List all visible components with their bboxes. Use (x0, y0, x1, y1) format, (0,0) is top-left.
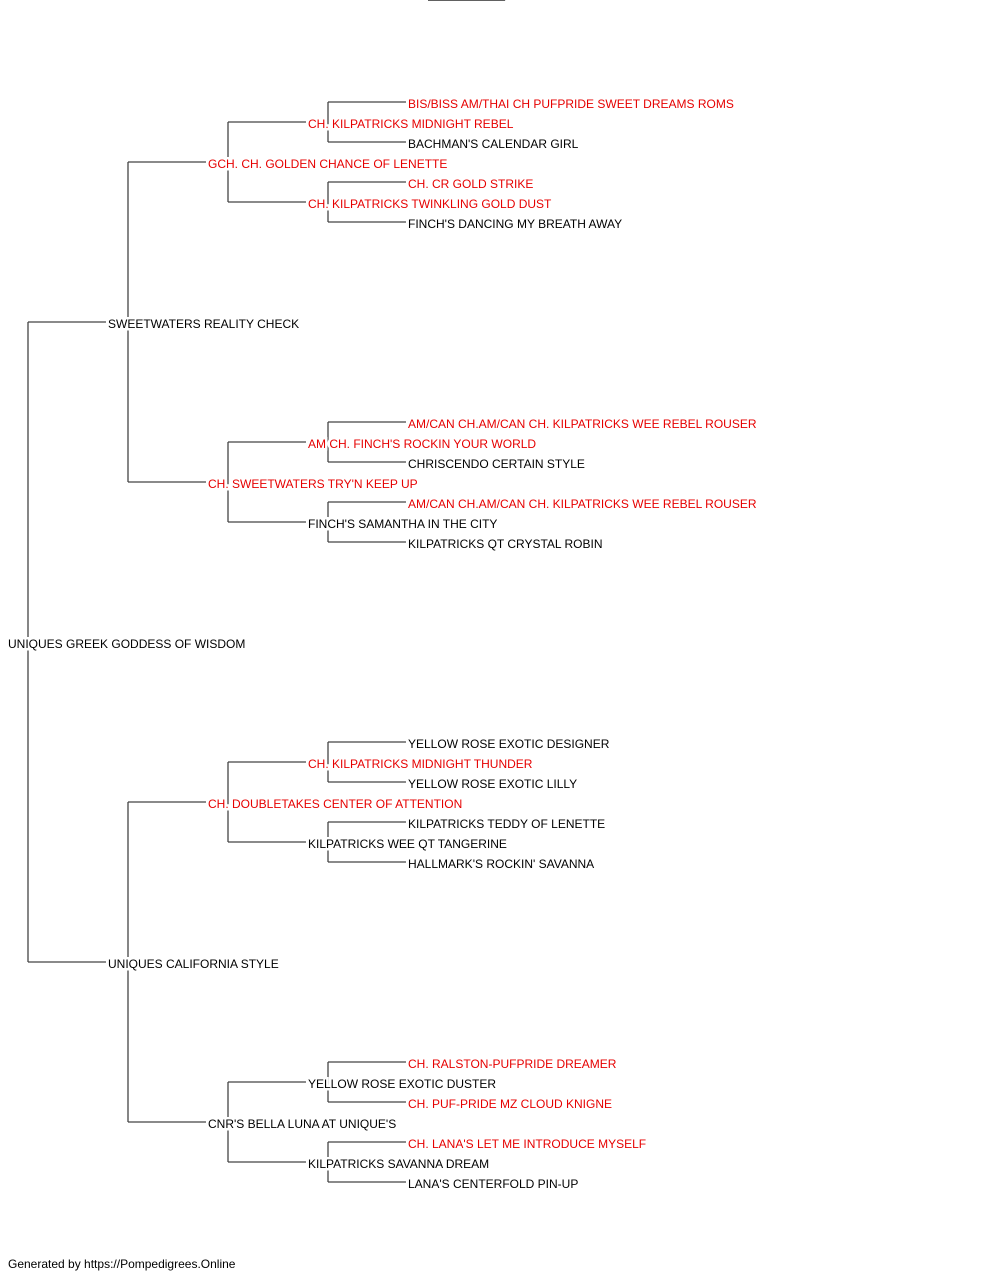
ancestor-name: AM CH. FINCH'S ROCKIN YOUR WORLD (308, 437, 536, 451)
ancestor-name: CH. CR GOLD STRIKE (408, 177, 533, 191)
ancestor-name: BIS/BISS AM/THAI CH PUFPRIDE SWEET DREAM… (408, 97, 734, 111)
ancestor-name: CH. LANA'S LET ME INTRODUCE MYSELF (408, 1137, 646, 1151)
ancestor-name: SHIMMEREE NORTHERN LIGHTS (508, 0, 698, 3)
ancestor-name: LANA'S CENTERFOLD PIN-UP (408, 1177, 578, 1191)
ancestor-name: YELLOW ROSE EXOTIC DUSTER (308, 1077, 496, 1091)
ancestor-name: CH. PUF-PRIDE MZ CLOUD KNIGNE (408, 1097, 612, 1111)
ancestor-name: CH. DOUBLETAKES CENTER OF ATTENTION (208, 797, 462, 811)
ancestor-name: CNR'S BELLA LUNA AT UNIQUE'S (208, 1117, 396, 1131)
connector-lines (27, 0, 506, 1183)
ancestor-name: CH. RALSTON-PUFPRIDE DREAMER (408, 1057, 617, 1071)
ancestor-name: KILPATRICKS WEE QT TANGERINE (308, 837, 507, 851)
ancestor-name: KILPATRICKS SAVANNA DREAM (308, 1157, 489, 1171)
ancestor-name: AM CH. RODI'S BLACK GOLD ROM (508, 0, 705, 3)
ancestor-name: KILPATRICKS QT CRYSTAL ROBIN (408, 537, 603, 551)
ancestor-name: CH. KILPATRICKS TWINKLING GOLD DUST (308, 197, 552, 211)
ancestor-name: FINCH'S SAMANTHA IN THE CITY (308, 517, 497, 531)
ancestor-name: YELLOW ROSE EXOTIC DESIGNER (408, 737, 610, 751)
ancestor-name: UNIQUES CALIFORNIA STYLE (108, 957, 279, 971)
ancestor-name: GCH. CH. GOLDEN CHANCE OF LENETTE (208, 157, 447, 171)
ancestor-name: CH. KILPATRICKS MIDNIGHT THUNDER (308, 757, 533, 771)
ancestor-labels: UNIQUES GREEK GODDESS OF WISDOM SWEETWATE… (6, 0, 760, 1194)
ancestor-name: CH. KILPATRICKS MIDNIGHT REBEL (308, 117, 514, 131)
ancestor-name: YELLOW ROSE EXOTIC LILLY (408, 777, 577, 791)
ancestor-name: HALLMARK'S ROCKIN' SAVANNA (408, 857, 594, 871)
footer-credit: Generated by https://Pompedigrees.Online (8, 1257, 236, 1271)
ancestor-name: BACHMAN'S CALENDAR GIRL (408, 137, 579, 151)
subject-name: UNIQUES GREEK GODDESS OF WISDOM (8, 637, 245, 651)
ancestor-name: FINCH'S DANCING MY BREATH AWAY (408, 217, 622, 231)
ancestor-name: AM/CAN CH.AM/CAN CH. KILPATRICKS WEE REB… (408, 497, 757, 511)
ancestor-name: SWEETWATERS REALITY CHECK (108, 317, 299, 331)
ancestor-name: FINCH'S DANCING IN THE DARK (508, 0, 693, 3)
ancestor-name: CH. SWEETWATERS TRY'N KEEP UP (208, 477, 418, 491)
ancestor-name: AM/CAN CH.AM/CAN CH. KILPATRICKS WEE REB… (408, 417, 757, 431)
ancestor-name: KILPATRICKS TEDDY OF LENETTE (408, 817, 605, 831)
ancestor-name: CH. FINCH'S TAKES MY BREATH AWAY (508, 0, 729, 3)
ancestor-name: CHRISCENDO CERTAIN STYLE (408, 457, 585, 471)
